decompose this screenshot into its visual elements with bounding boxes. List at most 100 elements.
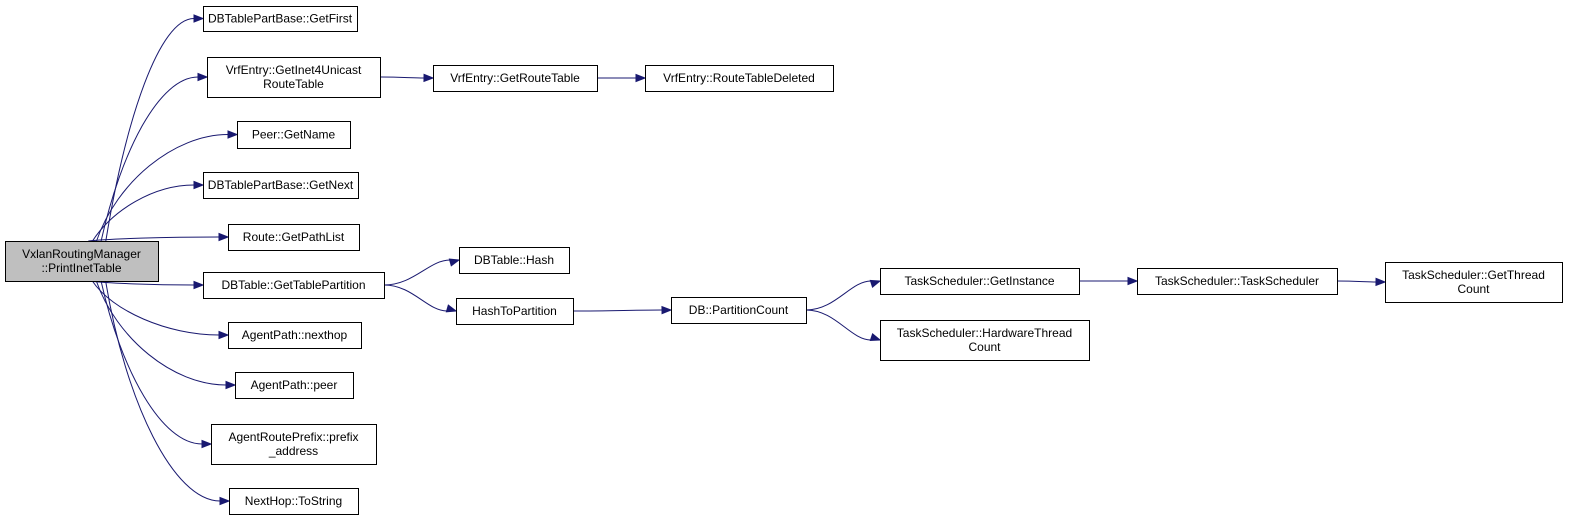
node-dbtable-hash[interactable]: DBTable::Hash	[459, 247, 570, 274]
node-label: _address	[268, 444, 318, 458]
node-box	[5, 241, 159, 282]
node-box	[645, 65, 834, 92]
edge-vrfentry-getinet4unicastroutetable-to-vrfentry-getroutetable	[379, 76, 425, 79]
node-box	[1137, 268, 1338, 295]
edge-vxlanroutingmanager-printinettable-to-dbtablepartbase-getnext	[92, 184, 195, 242]
arrowhead	[661, 305, 673, 315]
node-taskscheduler-taskscheduler[interactable]: TaskScheduler::TaskScheduler	[1137, 268, 1338, 295]
arrowhead	[423, 73, 435, 83]
node-box	[433, 65, 598, 92]
edge-db-partitioncount-to-taskscheduler-hardwarethreadcount	[805, 309, 872, 341]
node-vxlanroutingmanager-printinettable[interactable]: VxlanRoutingManager::PrintInetTable	[5, 241, 159, 282]
node-label: VrfEntry::GetRouteTable	[450, 71, 580, 85]
edge-vxlanroutingmanager-printinettable-to-agentpath-nexthop	[91, 280, 220, 336]
node-label: AgentPath::peer	[251, 378, 338, 392]
arrowhead	[193, 280, 205, 290]
node-box	[456, 298, 574, 325]
node-dbtablepartbase-getfirst[interactable]: DBTablePartBase::GetFirst	[203, 6, 358, 32]
arrowhead	[869, 279, 882, 288]
node-label: DBTablePartBase::GetFirst	[208, 12, 353, 26]
edge-vxlanroutingmanager-printinettable-to-agentpath-peer	[95, 280, 227, 386]
arrowhead	[1375, 277, 1387, 287]
node-hashtopartition[interactable]: HashToPartition	[456, 298, 574, 325]
node-label: RouteTable	[263, 77, 324, 91]
node-box	[1385, 262, 1563, 303]
node-box	[880, 268, 1080, 295]
edge-dbtable-gettablepartition-to-dbtable-hash	[383, 259, 451, 286]
edge-vxlanroutingmanager-printinettable-to-route-getpathlist	[88, 236, 220, 242]
edge-taskscheduler-taskscheduler-to-taskscheduler-getthreadcount	[1336, 280, 1377, 283]
edge-vxlanroutingmanager-printinettable-to-vrfentry-getinet4unicastroutetable	[100, 76, 199, 242]
node-box	[237, 121, 351, 149]
edge-vxlanroutingmanager-printinettable-to-dbtablepartbase-getfirst	[105, 18, 195, 242]
node-vrfentry-routetabledeleted[interactable]: VrfEntry::RouteTableDeleted	[645, 65, 834, 92]
node-label: VrfEntry::RouteTableDeleted	[663, 71, 815, 85]
node-dbtable-gettablepartition[interactable]: DBTable::GetTablePartition	[203, 272, 385, 299]
node-label: DBTable::Hash	[474, 253, 554, 267]
node-db-partitioncount[interactable]: DB::PartitionCount	[671, 297, 807, 324]
arrowhead	[218, 232, 230, 242]
arrowhead	[218, 330, 230, 340]
node-box	[459, 247, 570, 274]
arrowhead	[1127, 276, 1139, 286]
node-label: TaskScheduler::HardwareThread	[897, 326, 1072, 340]
node-label: TaskScheduler::TaskScheduler	[1155, 274, 1319, 288]
node-peer-getname[interactable]: Peer::GetName	[237, 121, 351, 149]
arrowhead	[193, 180, 205, 190]
arrowhead	[869, 332, 882, 342]
node-box	[671, 297, 807, 324]
node-label: HashToPartition	[472, 304, 557, 318]
arrowhead	[219, 496, 231, 506]
arrowhead	[197, 72, 209, 82]
arrowhead	[448, 258, 461, 267]
node-box	[235, 372, 354, 399]
node-box	[207, 57, 381, 98]
node-box	[880, 320, 1090, 361]
node-box	[203, 6, 358, 32]
arrowhead	[193, 14, 205, 23]
node-label: Route::GetPathList	[243, 230, 345, 244]
node-label: DBTablePartBase::GetNext	[208, 178, 354, 192]
node-label: DBTable::GetTablePartition	[221, 278, 365, 292]
node-vrfentry-getroutetable[interactable]: VrfEntry::GetRouteTable	[433, 65, 598, 92]
node-label: AgentRoutePrefix::prefix	[228, 430, 358, 444]
node-label: Count	[1457, 282, 1490, 296]
node-agentrouteprefix-prefix-address[interactable]: AgentRoutePrefix::prefix_address	[211, 424, 377, 465]
arrowhead	[445, 304, 458, 313]
edge-vxlanroutingmanager-printinettable-to-agentrouteprefix-prefix-address	[100, 280, 203, 445]
node-box	[229, 488, 359, 515]
node-label: VrfEntry::GetInet4Unicast	[226, 63, 362, 77]
node-label: TaskScheduler::GetThread	[1402, 268, 1545, 282]
edge-hashtopartition-to-db-partitioncount	[572, 309, 663, 312]
node-box	[203, 272, 385, 299]
node-box	[228, 224, 360, 251]
node-label: DB::PartitionCount	[689, 303, 789, 317]
arrowhead	[227, 130, 239, 139]
arrowhead	[635, 73, 647, 83]
node-taskscheduler-getinstance[interactable]: TaskScheduler::GetInstance	[880, 268, 1080, 295]
edge-dbtable-gettablepartition-to-hashtopartition	[383, 284, 448, 312]
node-label: ::PrintInetTable	[41, 261, 121, 275]
edge-db-partitioncount-to-taskscheduler-getinstance	[805, 280, 872, 311]
node-label: TaskScheduler::GetInstance	[904, 274, 1054, 288]
edges-layer	[88, 14, 1387, 506]
node-agentpath-peer[interactable]: AgentPath::peer	[235, 372, 354, 399]
node-dbtablepartbase-getnext[interactable]: DBTablePartBase::GetNext	[203, 172, 359, 199]
edge-vxlanroutingmanager-printinettable-to-peer-getname	[96, 134, 229, 242]
arrowhead	[225, 380, 237, 390]
node-label: Peer::GetName	[252, 128, 336, 142]
node-label: AgentPath::nexthop	[242, 328, 348, 342]
arrowhead	[201, 439, 213, 449]
node-label: NextHop::ToString	[245, 494, 342, 508]
node-nexthop-tostring[interactable]: NextHop::ToString	[229, 488, 359, 515]
node-route-getpathlist[interactable]: Route::GetPathList	[228, 224, 360, 251]
node-label: VxlanRoutingManager	[22, 247, 141, 261]
node-label: Count	[968, 340, 1001, 354]
node-agentpath-nexthop[interactable]: AgentPath::nexthop	[228, 322, 362, 349]
node-box	[211, 424, 377, 465]
node-box	[228, 322, 362, 349]
